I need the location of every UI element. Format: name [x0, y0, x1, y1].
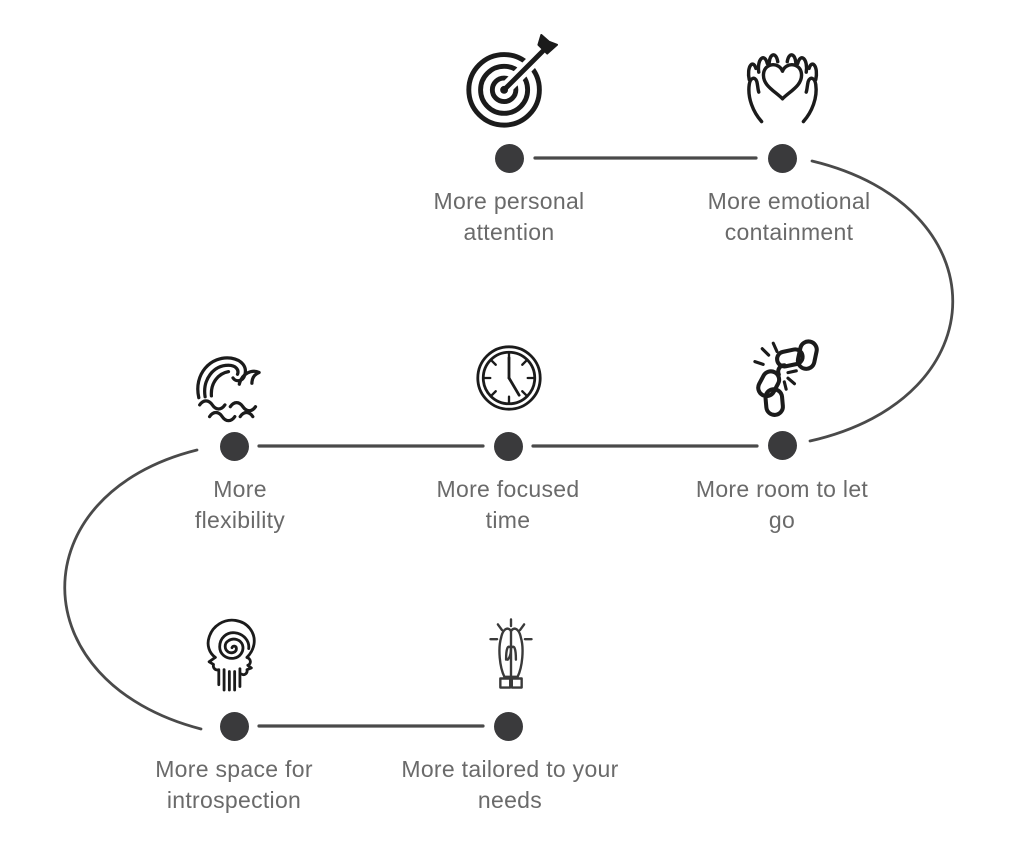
label-space-for-introspection: More space for introspection: [155, 756, 313, 813]
path-node-dot-room-to-let-go: [767, 430, 797, 460]
path-node-dot-tailored-to-your-needs: [493, 711, 523, 741]
label-emotional-containment: More emotional containment: [707, 188, 871, 245]
label-personal-attention: More personal attention: [433, 188, 585, 245]
path-node-dot-emotional-containment: [767, 143, 797, 173]
path-node-dot-flexibility: [219, 431, 249, 461]
head-spiral-icon: [188, 606, 276, 700]
broken-chain-icon: [742, 334, 834, 426]
left-arc: [63, 448, 203, 731]
path-node-dot-personal-attention: [494, 143, 524, 173]
label-tailored-to-your-needs: More tailored to your needs: [401, 756, 619, 813]
path-node-dot-focused-time: [493, 431, 523, 461]
target-arrow-icon: [460, 33, 558, 131]
label-focused-time: More focused time: [436, 476, 580, 533]
clock-icon: [470, 339, 548, 417]
label-room-to-let-go: More room to let go: [695, 476, 869, 533]
hands-holding-heart-icon: [735, 37, 830, 132]
path-node-dot-space-for-introspection: [219, 711, 249, 741]
label-flexibility: More flexibility: [194, 476, 286, 533]
right-arc: [808, 159, 954, 443]
ocean-wave-icon: [183, 341, 283, 431]
praying-hands-icon: [470, 612, 552, 704]
